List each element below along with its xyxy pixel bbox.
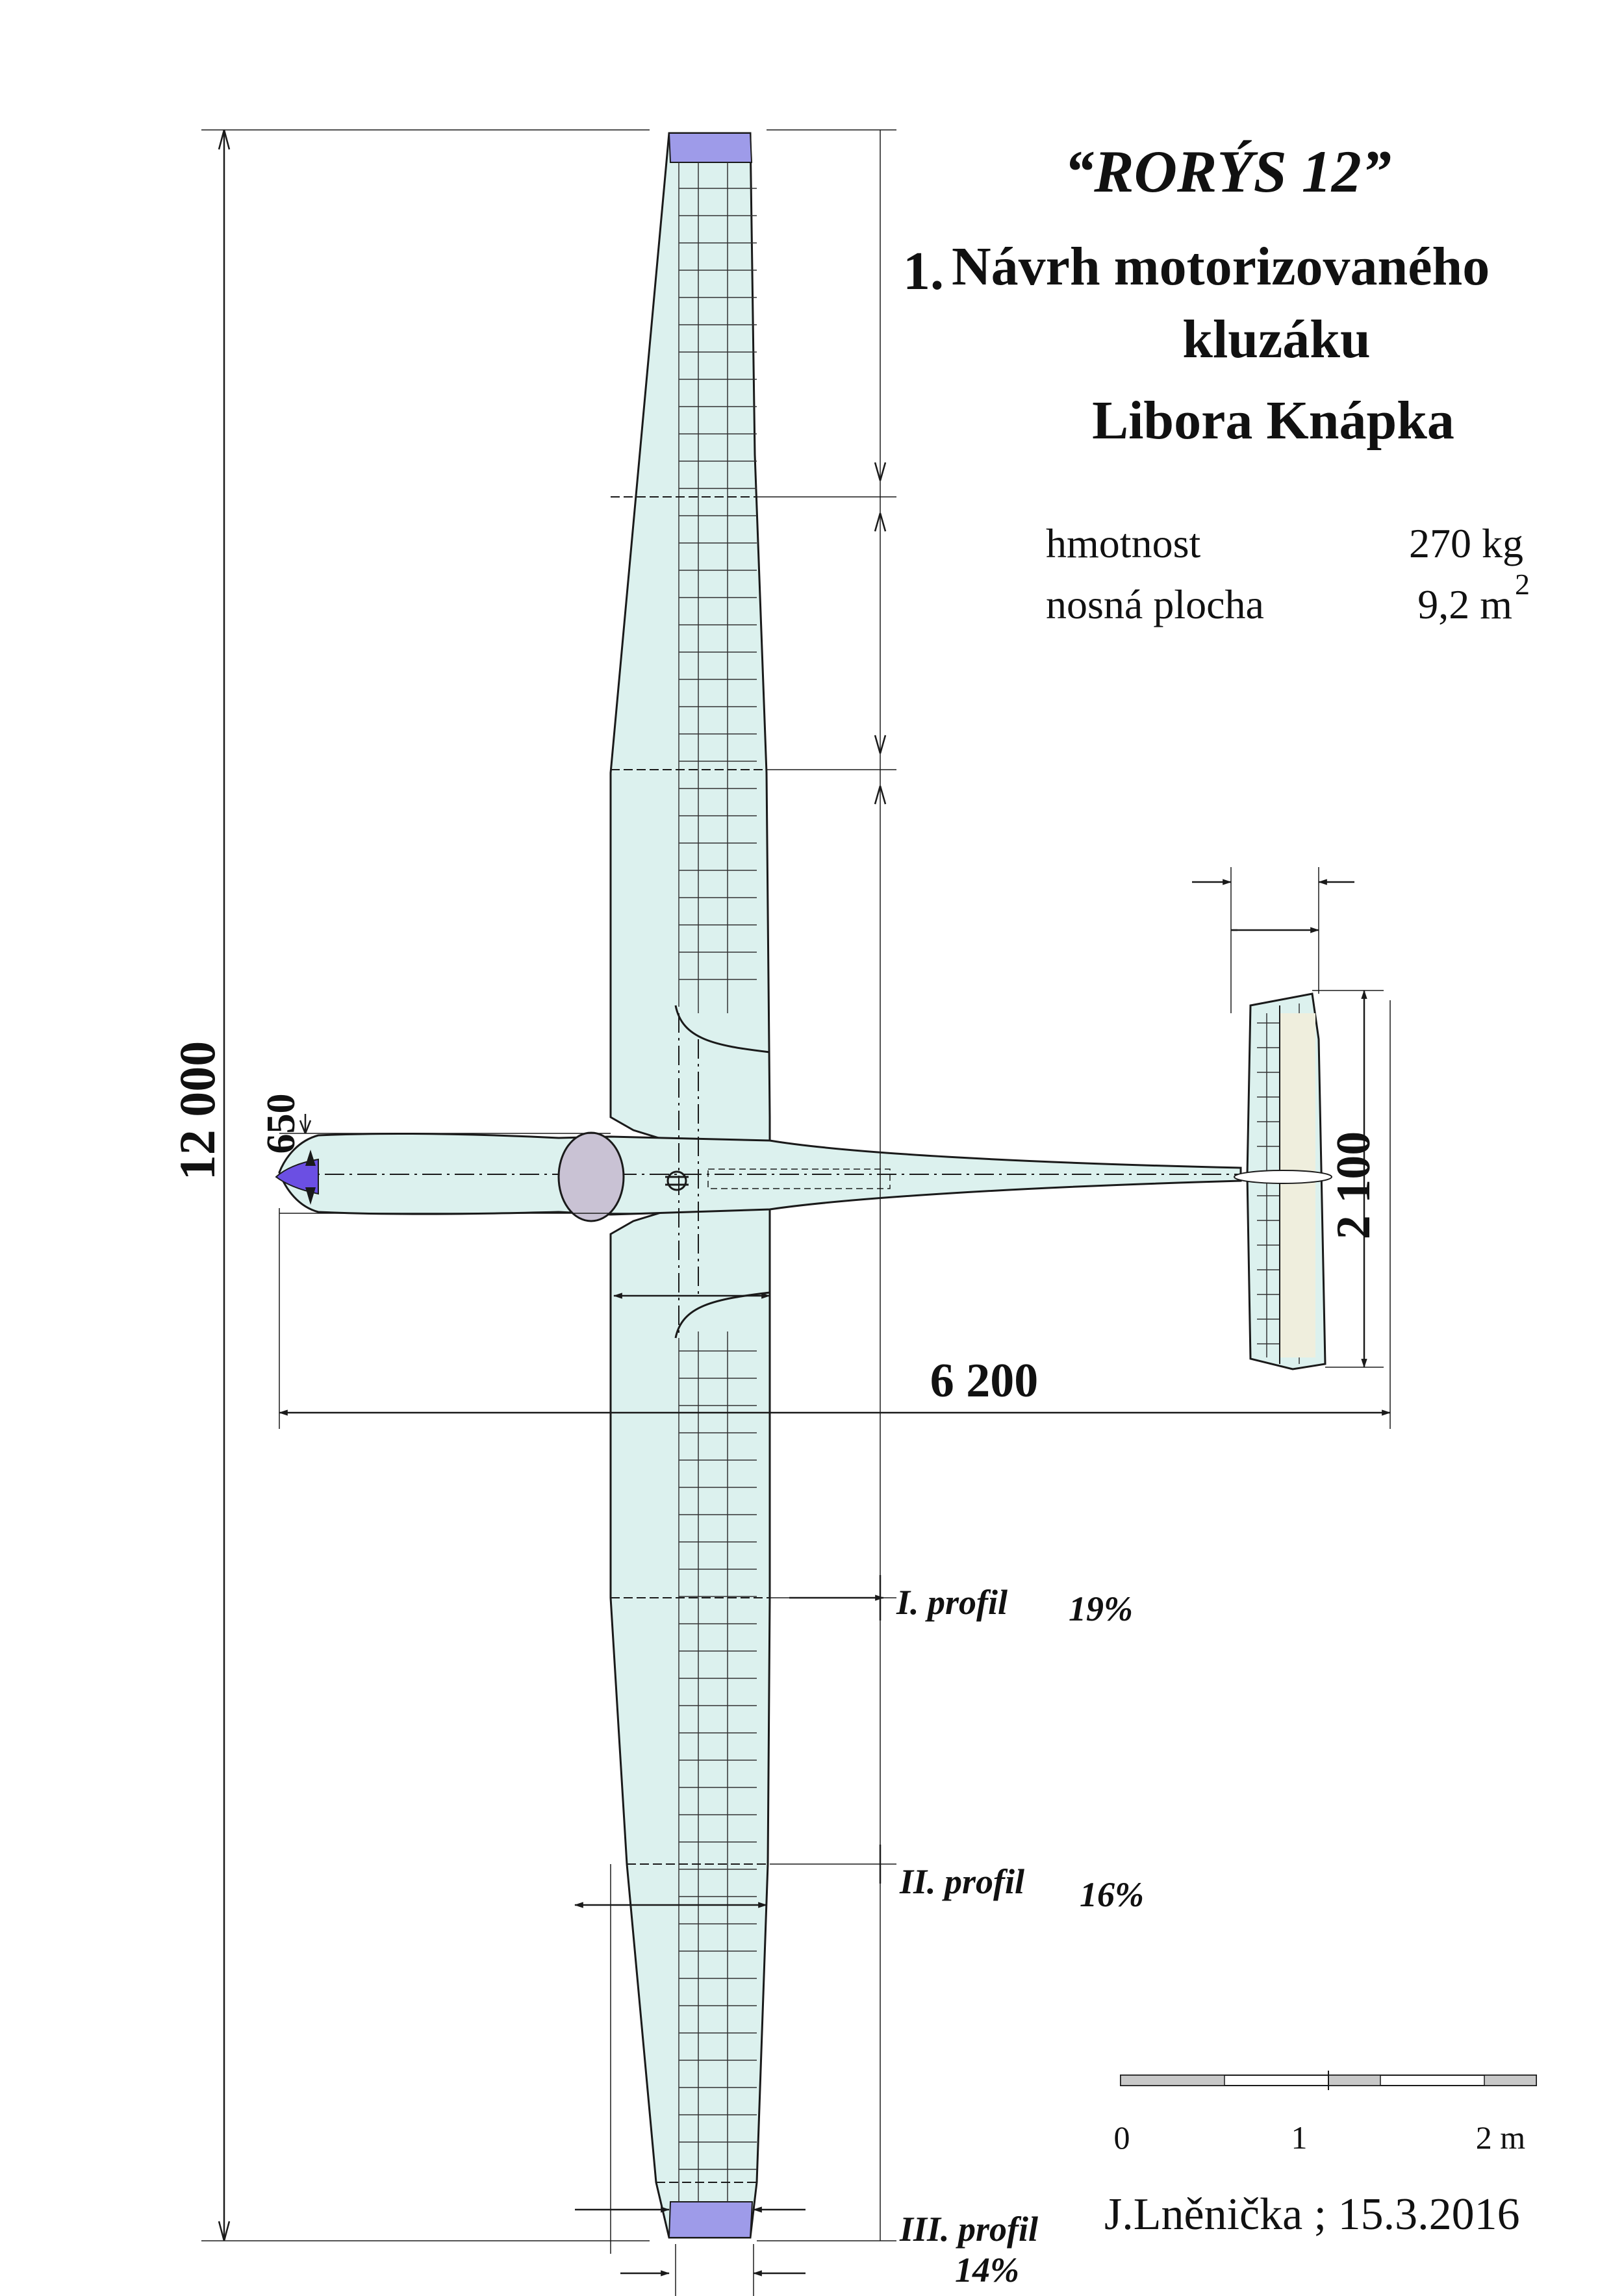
lower-wing	[609, 1207, 771, 2239]
scale-tick-0: 0	[1114, 2119, 1130, 2156]
lower-wingtip	[668, 2201, 754, 2238]
profile-3-thickness: 14%	[955, 2251, 1019, 2290]
spec-value-area-exponent: 2	[1515, 568, 1530, 601]
spec-label-mass: hmotnost	[1046, 520, 1200, 566]
propeller-spinner-icon	[275, 1150, 319, 1205]
spec-value-mass: 270 kg	[1409, 520, 1523, 566]
title-line-3: Libora Knápka	[1092, 390, 1454, 451]
engine-bay-outline	[707, 1168, 891, 1189]
profile-3-label: III. profil	[899, 2210, 1038, 2249]
scale-tick-1: 1	[1291, 2119, 1308, 2156]
panel-joints	[611, 496, 770, 2183]
design-name: “RORÝS 12”	[1064, 138, 1391, 205]
dim-tail-span: 2 100	[1327, 1131, 1380, 1240]
profile-2-thickness: 16%	[1080, 1875, 1144, 1914]
profile-1-label: I. profil	[896, 1583, 1008, 1622]
dim-length: 6 200	[930, 1354, 1039, 1407]
canopy	[557, 1131, 625, 1222]
scale-tick-2: 2 m	[1476, 2119, 1526, 2156]
title-line-1: Návrh motorizovaného	[952, 236, 1490, 297]
upper-wingtip	[668, 132, 753, 163]
title-line-2: kluzáku	[1182, 309, 1371, 370]
wing-rib-grid	[678, 162, 1315, 2202]
spec-label-area: nosná plocha	[1046, 581, 1264, 627]
dim-wingspan: 12 000	[169, 1041, 225, 1181]
design-number: 1.	[903, 241, 944, 301]
profile-1-thickness: 19%	[1069, 1589, 1133, 1628]
spec-value-area: 9,2 m	[1417, 581, 1512, 627]
signature: J.Lněnička ; 15.3.2016	[1104, 2189, 1520, 2239]
dimension-lines	[201, 129, 1391, 2296]
profile-2-label: II. profil	[899, 1862, 1024, 1901]
center-lines	[292, 1013, 1254, 1338]
dim-fuselage-width: 650	[259, 1094, 303, 1154]
upper-wing	[609, 132, 771, 1144]
scale-bar	[1120, 2071, 1537, 2090]
center-of-gravity-icon	[665, 1170, 689, 1191]
stabilizer-details	[1234, 1005, 1332, 1364]
wingtips	[668, 132, 754, 2238]
